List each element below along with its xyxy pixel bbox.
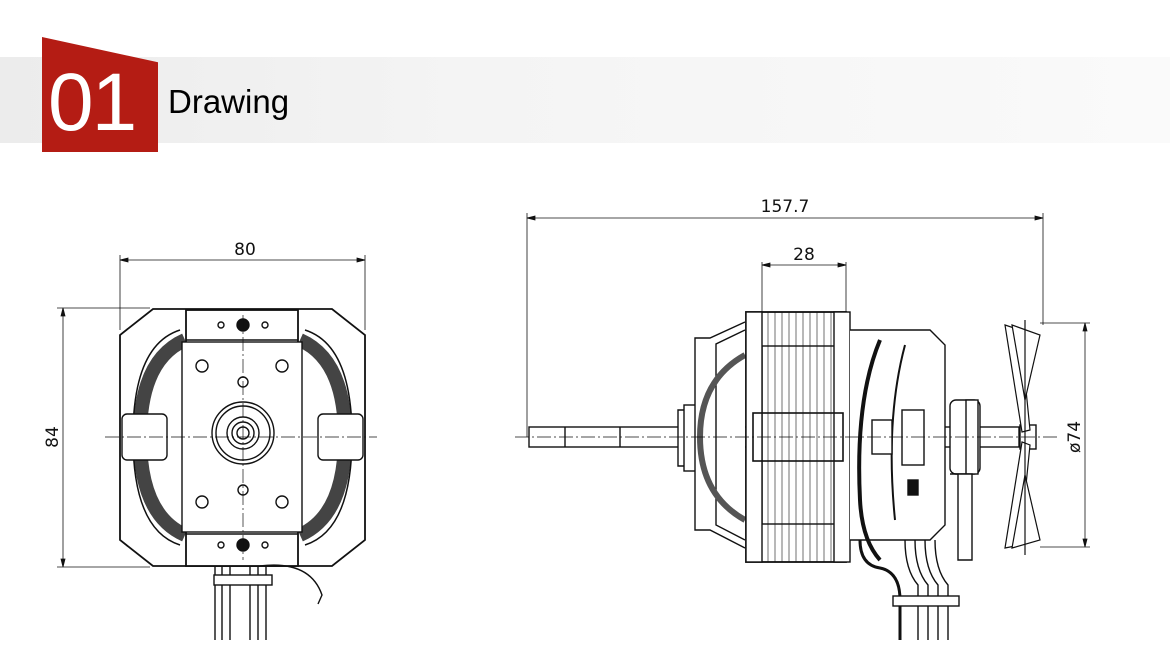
centerlines <box>105 315 377 560</box>
dimension-fan-diameter-label: ø74 <box>1065 421 1085 453</box>
dimension-length <box>526 213 1044 437</box>
dimension-fan-diameter <box>1040 322 1090 548</box>
dimension-width <box>119 255 366 330</box>
side-view: 157.7 28 ø74 <box>515 197 1090 640</box>
fan-blades <box>1004 320 1041 555</box>
lead-wires <box>213 564 323 640</box>
dimension-stack-label: 28 <box>793 245 815 265</box>
dimension-length-label: 157.7 <box>761 197 810 217</box>
dimension-height <box>57 307 150 568</box>
dimension-stack <box>761 262 847 315</box>
front-view: 80 84 <box>43 240 377 640</box>
lead-wires <box>858 539 960 640</box>
section-number: 01 <box>48 57 137 148</box>
header-band <box>0 57 1170 143</box>
dimension-width-label: 80 <box>234 240 256 260</box>
dimension-height-label: 84 <box>43 426 63 448</box>
section-title: Drawing <box>168 83 290 120</box>
